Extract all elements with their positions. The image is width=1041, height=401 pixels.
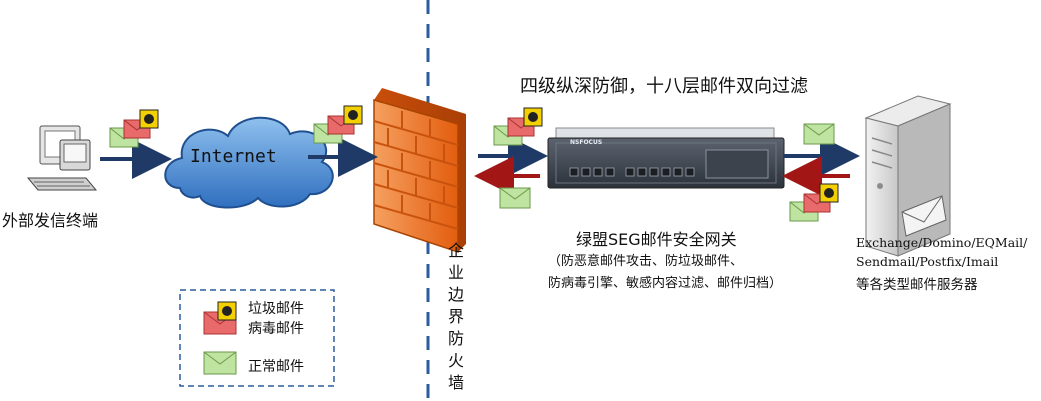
server-label-line1: Exchange/Domino/EQMail/ xyxy=(856,235,1028,250)
spam-normal-envelopes-2 xyxy=(313,105,363,144)
computer-icon xyxy=(26,125,98,191)
gateway-name: 绿盟SEG邮件安全网关 xyxy=(576,230,737,249)
server-label-line3: 等各类型邮件服务器 xyxy=(856,277,978,293)
gateway-desc-line1: （防恶意邮件攻击、防垃圾邮件、 xyxy=(548,254,744,269)
normal-envelope-1 xyxy=(499,187,531,209)
legend-normal-envelope-icon xyxy=(203,351,237,375)
normal-envelope-2 xyxy=(803,123,835,145)
server-label-line2: Sendmail/Postfix/Imail xyxy=(856,254,999,269)
gateway-brand: NSFOCUS xyxy=(570,139,603,146)
spam-normal-envelopes-1 xyxy=(109,109,159,148)
firewall-icon xyxy=(373,88,466,254)
legend-box xyxy=(179,289,335,387)
gateway-desc-line2: 防病毒引擎、敏感内容过滤、邮件归档） xyxy=(548,276,783,291)
internet-label: Internet xyxy=(190,146,277,167)
sender-label: 外部发信终端 xyxy=(2,211,99,230)
defense-title: 四级纵深防御，十八层邮件双向过滤 xyxy=(520,76,808,97)
gateway-appliance-icon xyxy=(547,127,785,189)
spam-normal-envelopes-4 xyxy=(789,183,839,222)
legend-spam-label-1: 垃圾邮件 xyxy=(248,301,304,317)
legend-spam-label-2: 病毒邮件 xyxy=(248,321,304,337)
mail-server-icon xyxy=(864,95,952,257)
legend-spam-envelope-icon xyxy=(203,301,237,335)
firewall-label: 企 业 边 界 防 火 墙 xyxy=(447,241,464,392)
legend-normal-label: 正常邮件 xyxy=(248,359,304,375)
spam-normal-envelopes-3 xyxy=(493,107,543,146)
